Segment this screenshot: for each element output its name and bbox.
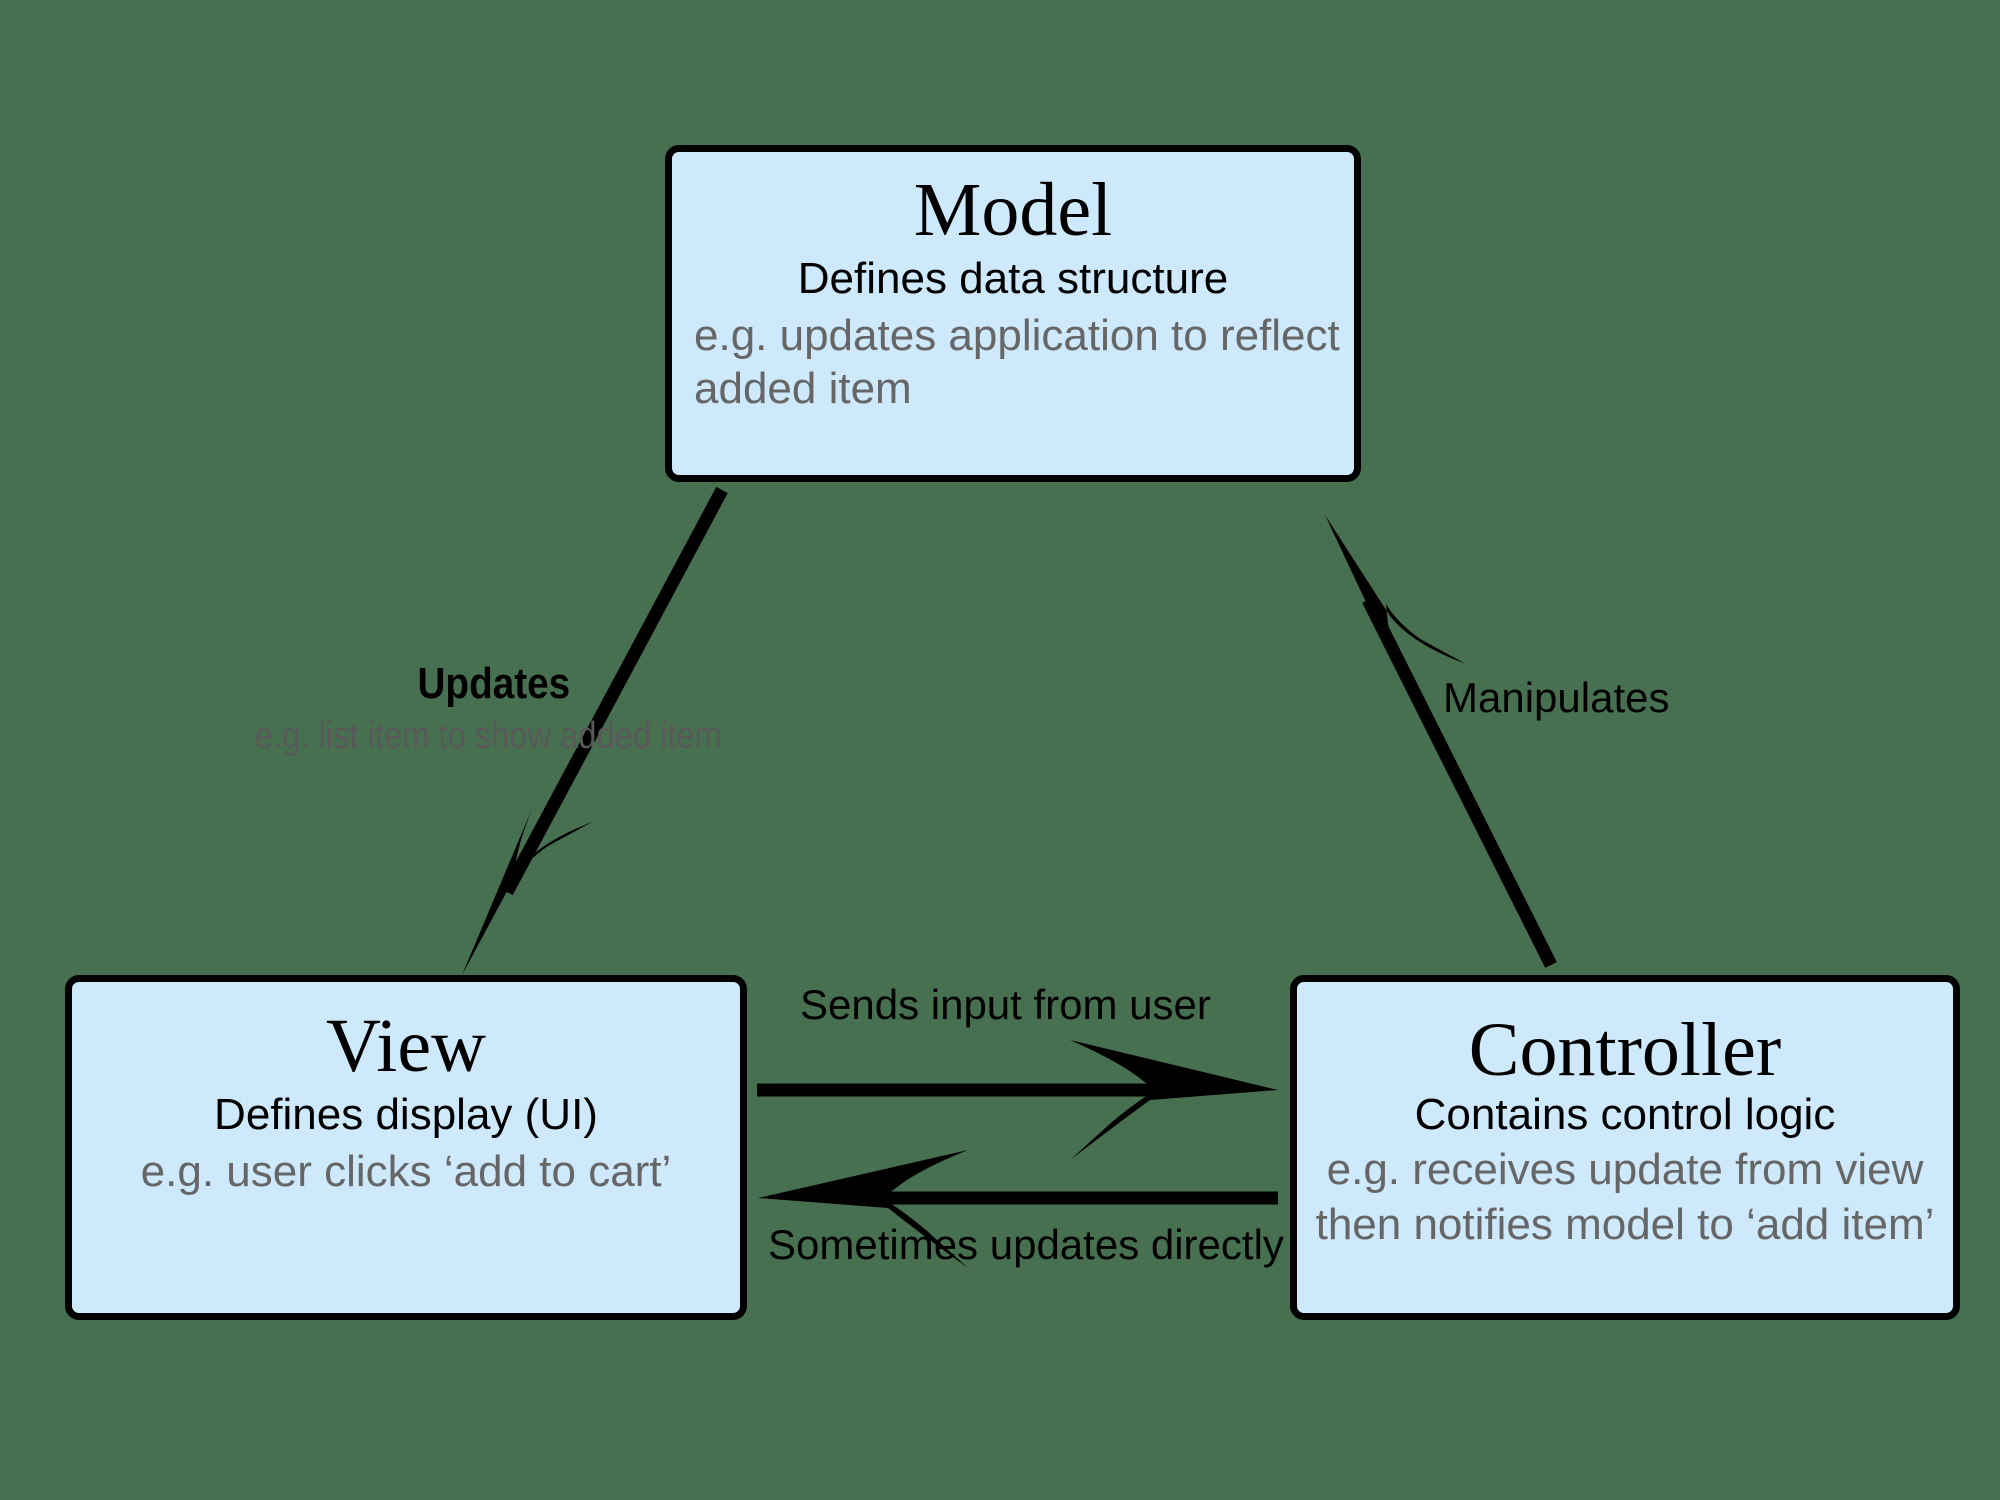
node-view-example-line-1: e.g. user clicks ‘add to cart’ [140, 1146, 672, 1196]
arrow-controller-to-view [758, 1150, 1278, 1268]
arrow-model-to-view [462, 486, 728, 975]
node-controller-example-line-1: e.g. receives update from view [1326, 1144, 1924, 1194]
edge-label-sends-input-title: Sends input from user [800, 981, 1211, 1028]
node-view-subtitle: Defines display (UI) [214, 1090, 598, 1139]
edge-label-sometimes-updates: Sometimes updates directly [768, 1221, 1284, 1268]
arrow-view-to-controller [757, 1040, 1278, 1160]
edge-label-updates: Updates e.g. list item to show added ite… [255, 659, 798, 758]
node-controller-example-line-2: then notifies model to ‘add item’ [1315, 1200, 1935, 1250]
node-model-subtitle: Defines data structure [797, 254, 1229, 303]
edge-label-manipulates: Manipulates [1443, 674, 1670, 721]
node-view-title: View [325, 1004, 487, 1088]
node-model-example-line-1: e.g. updates application to reflect [694, 310, 1340, 360]
node-model[interactable]: Model Defines data structure e.g. update… [665, 145, 1361, 482]
node-view[interactable]: View Defines display (UI) e.g. user clic… [65, 975, 747, 1320]
node-controller-subtitle: Contains control logic [1414, 1090, 1836, 1139]
node-model-example-line-2: added item [694, 364, 912, 414]
node-controller-title: Controller [1468, 1008, 1782, 1092]
edge-label-manipulates-title: Manipulates [1443, 674, 1670, 721]
edge-label-updates-example: e.g. list item to show added item [255, 715, 722, 758]
node-controller[interactable]: Controller Contains control logic e.g. r… [1290, 975, 1960, 1320]
edge-label-sends-input: Sends input from user [800, 981, 1211, 1028]
node-model-title: Model [913, 168, 1113, 252]
edge-label-sometimes-updates-title: Sometimes updates directly [768, 1221, 1284, 1268]
arrow-controller-to-model [1325, 515, 1557, 968]
edge-label-updates-title: Updates [417, 659, 571, 708]
node-model-example: e.g. updates application to reflect adde… [672, 309, 1354, 416]
